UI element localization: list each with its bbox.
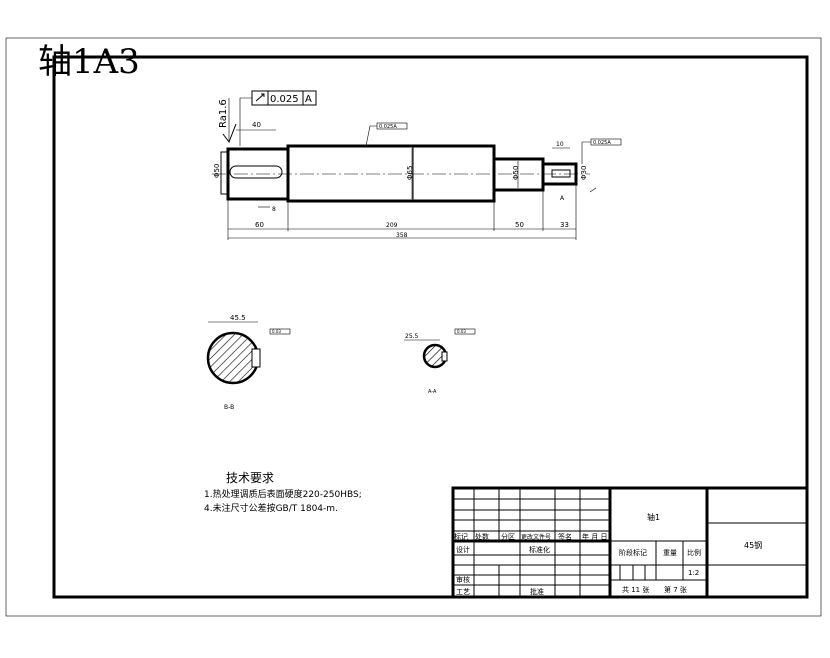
tb-material: 45钢 bbox=[744, 540, 762, 550]
tb-approve: 批准 bbox=[530, 587, 544, 596]
dim-seg4: 33 bbox=[560, 221, 569, 229]
tb-h-zone: 分区 bbox=[501, 532, 515, 541]
tb-stage-mark: 阶段标记 bbox=[619, 548, 647, 557]
tb-h-date: 年 月 日 bbox=[582, 532, 607, 541]
tb-weight: 重量 bbox=[663, 549, 677, 557]
tb-part-name: 轴1 bbox=[647, 512, 660, 522]
shaft-view: 60 209 50 33 358 40 Φ50 Φ65 Φ50 Φ30 8 10… bbox=[212, 90, 622, 240]
tb-review: 审核 bbox=[456, 575, 470, 584]
tech-title: 技术要求 bbox=[226, 471, 274, 485]
runout-value: 0.025 bbox=[270, 94, 299, 105]
tb-h-sign: 签名 bbox=[558, 532, 572, 541]
roughness-symbol: Ra1.6 bbox=[218, 98, 237, 144]
dim-d-right: Φ30 bbox=[580, 166, 588, 180]
section-right-dim: 25.5 bbox=[405, 333, 419, 340]
drawing-label: 轴1A3 bbox=[38, 42, 140, 82]
tb-scale: 1:2 bbox=[688, 569, 699, 577]
section-left-keyway bbox=[251, 348, 261, 368]
section-left-label: B-B bbox=[224, 404, 234, 411]
roughness-value: Ra1.6 bbox=[218, 99, 229, 128]
dim-key-b: 8 bbox=[272, 206, 276, 213]
tb-craft: 工艺 bbox=[456, 588, 470, 596]
tol-frame-right-text: 0.025A bbox=[593, 140, 611, 146]
tb-h-doc: 更改文件号 bbox=[521, 533, 551, 541]
tb-design: 设计 bbox=[456, 545, 470, 554]
runout-icon bbox=[255, 93, 265, 102]
tol-frame-mid-text: 0.025A bbox=[379, 124, 397, 130]
drawing-frame bbox=[52, 55, 809, 599]
dim-d-step: Φ50 bbox=[512, 166, 520, 180]
section-right-tol-text: 0.03 bbox=[457, 329, 466, 334]
dim-key-r: 10 bbox=[556, 141, 564, 148]
section-left-circle bbox=[206, 331, 260, 385]
title-block: 标记 处数 分区 更改文件号 签名 年 月 日 设计 标准化 审核 工艺 批准 … bbox=[451, 486, 809, 599]
section-left-dim: 45.5 bbox=[230, 314, 246, 322]
section-right: 25.5 0.03 A-A bbox=[404, 328, 476, 395]
tb-h-count: 处数 bbox=[475, 532, 489, 541]
tech-requirements: 技术要求 1.热处理调质后表面硬度220-250HBS; 4.未注尺寸公差按GB… bbox=[204, 471, 362, 514]
runout-datum: A bbox=[305, 94, 312, 105]
sheet-border bbox=[5, 37, 822, 617]
tb-standard: 标准化 bbox=[529, 545, 550, 554]
tech-line-1: 1.热处理调质后表面硬度220-250HBS; bbox=[204, 488, 362, 500]
shaft-body bbox=[286, 144, 496, 203]
section-right-keyway bbox=[441, 351, 448, 362]
section-left-tol bbox=[269, 328, 291, 335]
runout-tolerance-frame: 0.025 A bbox=[239, 90, 317, 146]
dim-seg2: 209 bbox=[386, 222, 398, 229]
datum-mark: A bbox=[560, 195, 565, 202]
dim-seg3: 50 bbox=[515, 221, 524, 229]
section-right-tol bbox=[454, 328, 476, 335]
dim-total: 358 bbox=[396, 232, 408, 239]
dim-seg1: 60 bbox=[255, 221, 264, 229]
dim-d-mid: Φ65 bbox=[406, 166, 414, 180]
section-left-tol-text: 0.03 bbox=[272, 329, 281, 334]
tb-sheets: 共 11 张 bbox=[622, 585, 649, 594]
dim-keyway-len: 40 bbox=[252, 121, 261, 129]
tech-line-2: 4.未注尺寸公差按GB/T 1804-m. bbox=[204, 502, 338, 514]
tb-h-mark: 标记 bbox=[454, 532, 468, 541]
tb-scale-label: 比例 bbox=[687, 548, 701, 557]
section-right-label: A-A bbox=[428, 389, 437, 395]
tb-sheet-no: 第 7 张 bbox=[664, 585, 687, 594]
keyway-right bbox=[551, 169, 571, 178]
dim-d-left: Φ50 bbox=[213, 164, 221, 178]
section-left: 45.5 0.03 B-B bbox=[206, 314, 291, 411]
keyway-left bbox=[229, 165, 283, 179]
